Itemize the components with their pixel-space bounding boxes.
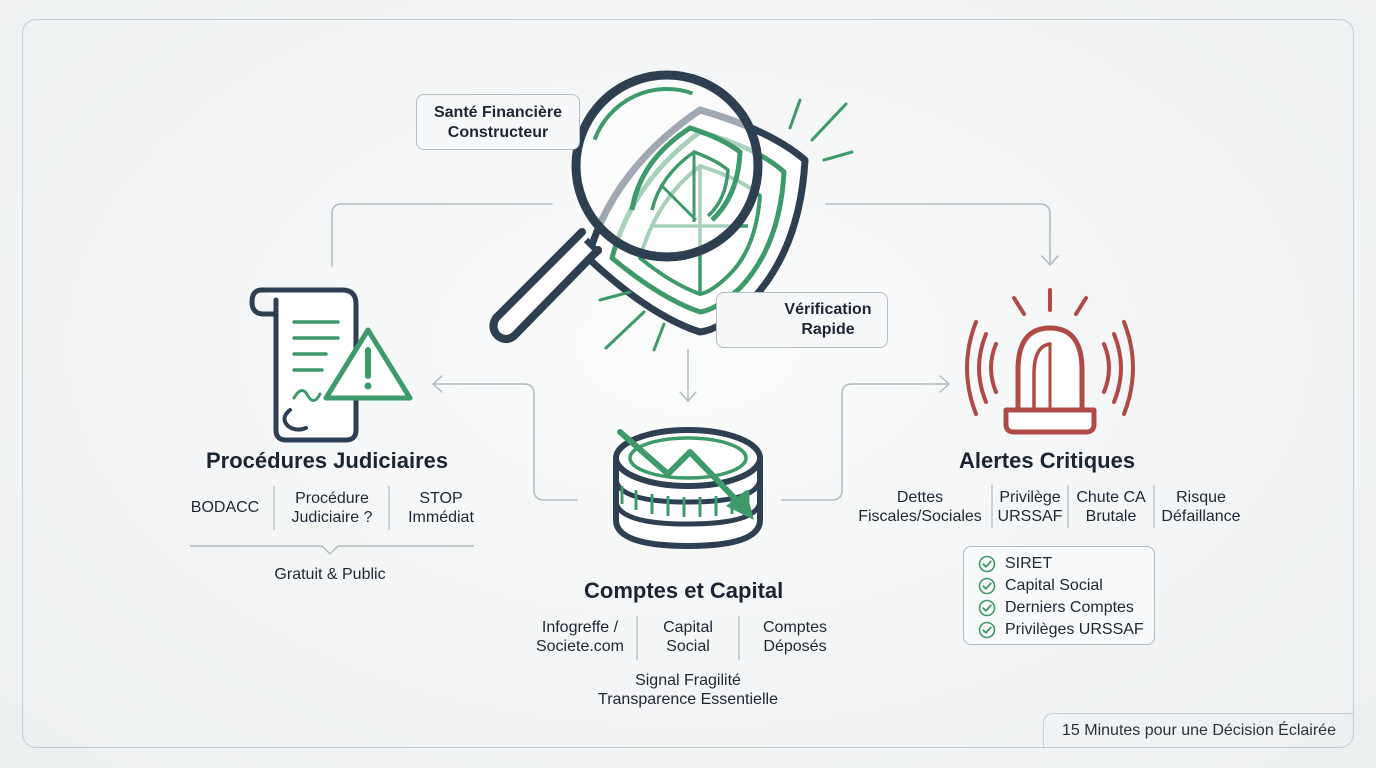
checklist-label: Capital Social — [1005, 577, 1103, 594]
note-line-1: Signal Fragilité — [635, 672, 741, 689]
item-line-1: Capital — [663, 619, 713, 636]
item-line-2: Judiciaire ? — [291, 509, 373, 526]
item-line-2: Fiscales/Sociales — [858, 508, 982, 525]
sparkle-lines — [598, 98, 854, 352]
procedures-item-bodacc: BODACC — [190, 499, 260, 516]
connector-right — [781, 383, 949, 501]
check-circle-icon — [978, 555, 996, 573]
procedures-item-procedure: Procédure Judiciaire ? — [280, 489, 384, 527]
connectors — [331, 203, 1059, 501]
comptes-item-deposes: Comptes Déposés — [748, 618, 842, 656]
item-line-1: Risque — [1176, 489, 1226, 506]
procedures-title: Procédures Judiciaires — [206, 448, 449, 473]
arrowhead-alertes — [1041, 255, 1059, 266]
callout-line-1: Santé Financière — [433, 104, 563, 121]
checklist-label: Derniers Comptes — [1005, 599, 1134, 616]
alarm-siren-icon — [965, 288, 1135, 435]
item-line-2: Social — [666, 638, 710, 655]
callout-line-2: Constructeur — [447, 124, 549, 141]
item-line-2: Brutale — [1085, 508, 1137, 525]
comptes-title: Comptes et Capital — [584, 578, 784, 603]
magnifier-icon — [489, 70, 763, 343]
trend-down-icon — [617, 429, 754, 520]
checklist-item: SIRET — [978, 553, 1154, 575]
alertes-item-privilege: Privilège URSSAF — [994, 488, 1066, 526]
diagram-frame — [22, 19, 1354, 748]
callout-line-1: Vérification — [784, 301, 872, 318]
comptes-item-infogreffe: Infogreffe / Societe.com — [524, 618, 636, 656]
item-line-2: Déposés — [763, 638, 827, 655]
item-line-2: URSSAF — [997, 508, 1063, 525]
arrowhead-alertes-side — [939, 375, 950, 393]
connector-top-right — [825, 203, 1051, 265]
checklist-item: Privilèges URSSAF — [978, 619, 1154, 641]
connector-top-left — [331, 203, 553, 267]
quick-verification-callout: Vérification Rapide — [716, 292, 888, 348]
connector-left — [432, 383, 578, 501]
item-line-1: Comptes — [762, 619, 828, 636]
alertes-item-risque: Risque Défaillance — [1156, 488, 1246, 526]
alertes-item-chute: Chute CA Brutale — [1070, 488, 1152, 526]
alertes-item-dettes: Dettes Fiscales/Sociales — [850, 488, 990, 526]
check-circle-icon — [978, 621, 996, 639]
checklist-label: Privilèges URSSAF — [1005, 621, 1144, 638]
item-line-1: Privilège — [999, 489, 1061, 506]
checklist-label: SIRET — [1005, 555, 1053, 572]
item-line-2: Immédiat — [408, 509, 474, 526]
checklist-item: Derniers Comptes — [978, 597, 1154, 619]
item-line-1: Dettes — [896, 489, 944, 506]
item-line-1: STOP — [419, 490, 463, 507]
arrowhead-center — [679, 391, 697, 402]
arrowhead-procedures — [432, 375, 443, 393]
procedures-note: Gratuit & Public — [274, 566, 386, 583]
item-line-1: Infogreffe / — [541, 619, 619, 636]
comptes-note: Signal Fragilité Transparence Essentiell… — [578, 671, 798, 709]
item-line-2: Défaillance — [1161, 508, 1241, 525]
check-circle-icon — [978, 599, 996, 617]
item-line-1: Chute CA — [1076, 489, 1146, 506]
callout-line-2: Rapide — [801, 321, 855, 338]
document-warning-icon — [249, 287, 413, 443]
financial-health-callout: Santé Financière Constructeur — [416, 94, 580, 150]
check-circle-icon — [978, 577, 996, 595]
verification-checklist: SIRET Capital Social Derniers Comptes Pr… — [963, 546, 1155, 645]
note-line-2: Transparence Essentielle — [598, 691, 778, 708]
item-line-2: Societe.com — [535, 638, 625, 655]
magnifier-shield-group — [489, 70, 854, 352]
comptes-item-capital: Capital Social — [644, 618, 732, 656]
procedures-item-stop: STOP Immédiat — [396, 489, 486, 527]
dividers — [190, 485, 1155, 660]
checklist-item: Capital Social — [978, 575, 1154, 597]
item-line-1: Procédure — [295, 490, 369, 507]
alertes-title: Alertes Critiques — [959, 448, 1136, 473]
footer-tagline: 15 Minutes pour une Décision Éclairée — [1043, 713, 1354, 748]
